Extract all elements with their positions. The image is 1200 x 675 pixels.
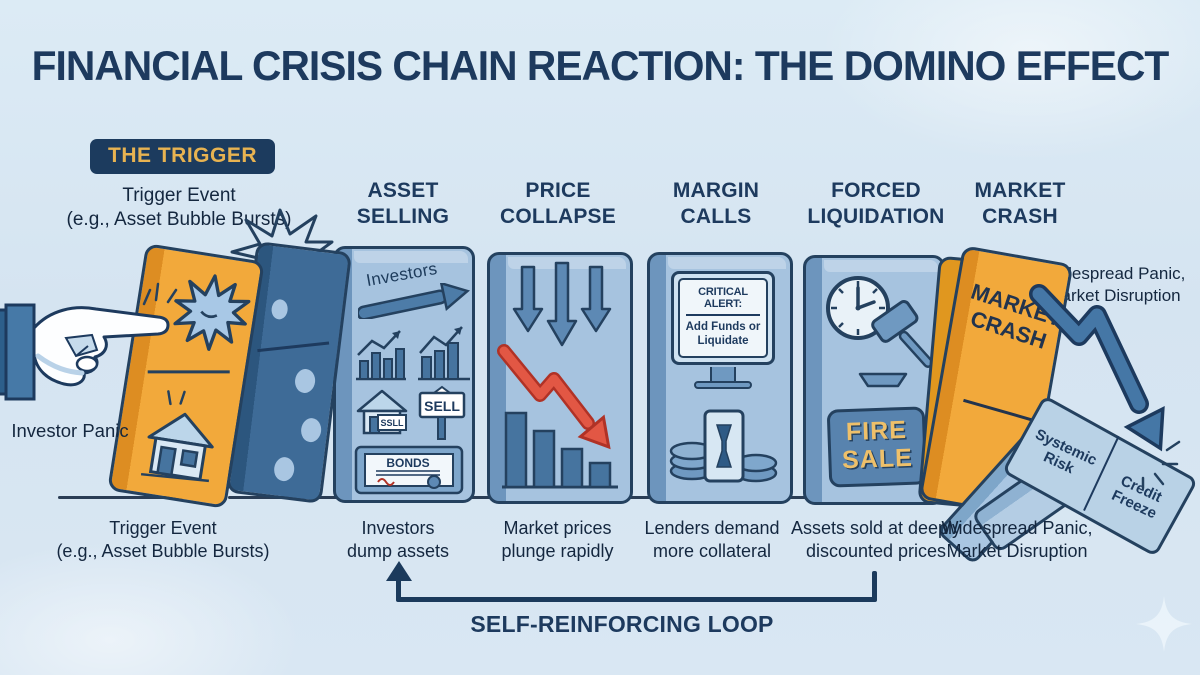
up-trend-arrow-icon	[358, 283, 470, 319]
zigzag-crash-arrow-icon	[1029, 284, 1181, 490]
caption-trigger: Trigger Event(e.g., Asset Bubble Bursts)	[56, 518, 270, 562]
domino-asset-selling: Investors SSLL	[333, 246, 475, 503]
alert-title: CRITICAL ALERT:	[698, 286, 748, 310]
bonds-label: BONDS	[386, 456, 429, 470]
loop-line-left	[396, 579, 401, 601]
domino-price-collapse	[487, 252, 633, 504]
market-crash-note: Widespread Panic, Market Disruption	[1042, 264, 1186, 305]
domino-margin-calls: CRITICAL ALERT: Add Funds or Liquidate	[647, 252, 793, 504]
domino-divider	[257, 341, 330, 352]
monitor-base	[694, 381, 752, 389]
alert-divider	[686, 314, 760, 316]
sparkle-icon	[1136, 596, 1192, 652]
house-icon: SSLL	[356, 389, 408, 435]
loop-label: SELF-REINFORCING LOOP	[470, 611, 774, 637]
domino-pips-icon	[299, 416, 323, 444]
monitor-icon: CRITICAL ALERT: Add Funds or Liquidate	[671, 271, 775, 365]
domino-pips-icon	[293, 367, 317, 395]
alert-message: Add Funds or Liquidate	[685, 320, 761, 348]
trigger-badge: THE TRIGGER	[90, 139, 276, 174]
tap-lines-icon	[142, 282, 178, 306]
domino-top-edge	[824, 260, 938, 272]
sell-sign-label: SELL	[424, 398, 460, 414]
alert-screen: CRITICAL ALERT: Add Funds or Liquidate	[678, 278, 768, 358]
sell-sign-icon: SELL	[418, 385, 466, 440]
domino-pips-icon	[270, 298, 289, 321]
domino-top-edge	[668, 257, 786, 269]
domino-pips-icon	[272, 456, 296, 483]
house-sign-label: SSLL	[380, 418, 404, 428]
gavel-icon	[858, 300, 934, 388]
caption-market-crash: Widespread Panic,Market Disruption	[941, 518, 1093, 562]
loop-line-right	[872, 571, 877, 601]
investor-panic-label: Investor Panic	[11, 420, 129, 441]
loop-arrowhead-icon	[386, 561, 412, 581]
ground-line	[58, 496, 216, 499]
bonds-certificate-icon: BONDS	[354, 445, 464, 495]
coins-card-icon	[669, 409, 778, 483]
trigger-caption-top: Trigger Event (e.g., Asset Bubble Bursts…	[66, 185, 292, 231]
domino-top-edge	[354, 251, 468, 263]
domino-trigger	[107, 243, 265, 509]
house-icon	[140, 390, 214, 483]
burst-icon	[173, 274, 251, 351]
page-title: FINANCIAL CRISIS CHAIN REACTION: THE DOM…	[31, 42, 1170, 89]
bar-chart-up-icon	[356, 326, 470, 381]
loop-line-horizontal	[396, 597, 877, 602]
down-arrows-icon	[497, 261, 618, 489]
pointing-hand-icon	[0, 303, 170, 401]
fire-sale-badge: FIRE SALE	[826, 406, 928, 488]
